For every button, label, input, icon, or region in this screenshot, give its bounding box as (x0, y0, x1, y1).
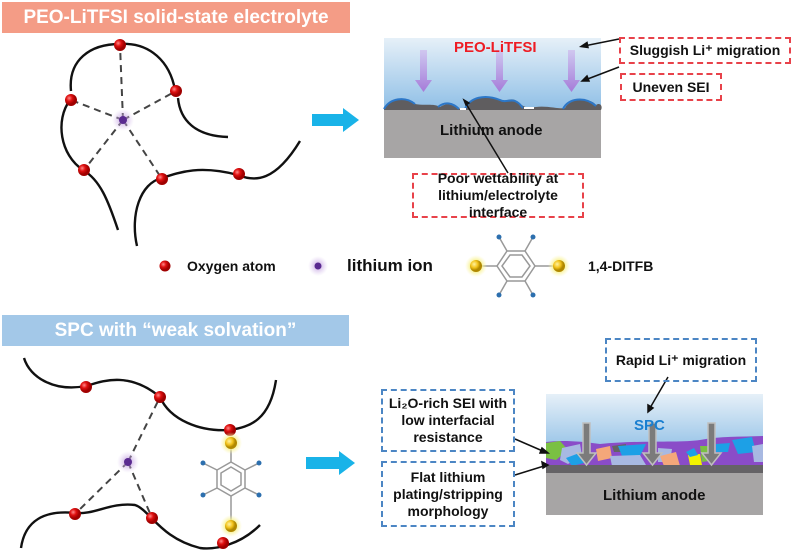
spc-electrolyte-label: SPC (634, 417, 665, 434)
oxygen-atom (217, 537, 229, 549)
legend-lithium-label: lithium ion (347, 256, 433, 275)
callout-rapid-migration: Rapid Li⁺ migration (605, 338, 757, 382)
oxygen-atoms-top (65, 39, 245, 185)
section-title-spc: SPC with “weak solvation” (2, 315, 349, 346)
polymer-chain (60, 99, 120, 231)
oxygen-atom (154, 391, 166, 403)
oxygen-atom (114, 39, 126, 51)
polymer-chain (22, 357, 278, 432)
oxygen-atom (65, 94, 77, 106)
top-callout-pointers (462, 38, 620, 174)
polymer-chain (133, 140, 302, 247)
polymer-chain (19, 503, 261, 550)
legend-ditfb-molecule-icon (465, 234, 570, 298)
legend-ditfb-label: 1,4-DITFB (588, 258, 654, 274)
lithium-ion-top (112, 109, 134, 131)
uneven-sei-outline (383, 96, 597, 110)
li-coordination-bonds (74, 396, 161, 519)
callout-sluggish-migration: Sluggish Li⁺ migration (619, 37, 791, 64)
polymer-chain (176, 97, 229, 139)
flat-li-layer (546, 465, 763, 473)
lithium-anode-label: Lithium anode (440, 122, 543, 139)
peo-polymer-network (60, 42, 302, 247)
bottom-callout-pointers (514, 376, 669, 476)
li-coordination-bonds (70, 44, 177, 180)
oxygen-atom (170, 85, 182, 97)
legend-oxygen-label: Oxygen atom (187, 258, 276, 274)
oxygen-atoms-bottom (69, 381, 236, 549)
oxygen-atom (80, 381, 92, 393)
transition-arrow-icon (312, 108, 359, 132)
oxygen-atom (69, 508, 81, 520)
callout-li2o-rich-sei: Li₂O-rich SEI with low interfacial resis… (381, 389, 515, 452)
legend-lithium-icon (308, 256, 328, 276)
oxygen-atom (146, 512, 158, 524)
li-flux-arrows (575, 422, 723, 467)
oxygen-atom (233, 168, 245, 180)
lithium-anode-layer (546, 473, 763, 515)
li-flux-arrows (415, 50, 580, 92)
lithium-anode-layer (384, 108, 601, 158)
callout-poor-wettability: Poor wettability at lithium/electrolyte … (412, 170, 584, 220)
lithium-ion-bottom (117, 451, 139, 473)
transition-arrow-icon (306, 451, 355, 475)
polymer-chain (69, 42, 177, 92)
oxygen-atom (78, 164, 90, 176)
callout-uneven-sei: Uneven SEI (620, 73, 722, 101)
ditfb-molecule-bottom (200, 432, 262, 537)
peo-interface-schematic (383, 38, 602, 158)
peo-electrolyte-label: PEO-LiTFSI (454, 39, 537, 56)
oxygen-atom (156, 173, 168, 185)
callout-flat-plating: Flat lithium plating/stripping morpholog… (381, 461, 515, 527)
section-title-peo: PEO-LiTFSI solid-state electrolyte (2, 2, 350, 33)
legend-oxygen-icon (159, 260, 171, 272)
spc-interface-schematic (546, 394, 763, 515)
lithium-anode-label-bottom: Lithium anode (603, 487, 706, 504)
